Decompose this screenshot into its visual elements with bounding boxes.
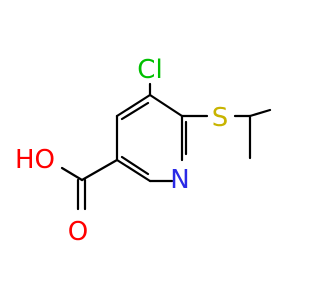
bond-c3-cooh (80, 158, 119, 182)
bond-c-oh (60, 166, 84, 182)
bond-c5-c6 (148, 93, 184, 118)
sulfur-atom-label: S (212, 103, 229, 133)
bonds (60, 82, 272, 211)
bond-c4-c5 (115, 93, 152, 118)
hydroxyl-atom-label: HO (15, 145, 55, 175)
bond-c2-c3 (115, 158, 152, 183)
bond-c2-c3-double (120, 155, 150, 176)
carbonyl-oxygen-atom-label: O (68, 217, 88, 247)
structure-canvas: Cl S N HO O (15, 55, 272, 247)
molecule-structure: Cl S N HO O (15, 55, 272, 247)
bond-ch-methyl-1 (248, 108, 272, 118)
bond-c4-c5-double (120, 101, 150, 121)
chlorine-atom-label: Cl (137, 55, 162, 85)
nitrogen-atom-label: N (170, 165, 189, 195)
atom-labels: Cl S N HO O (15, 55, 228, 247)
